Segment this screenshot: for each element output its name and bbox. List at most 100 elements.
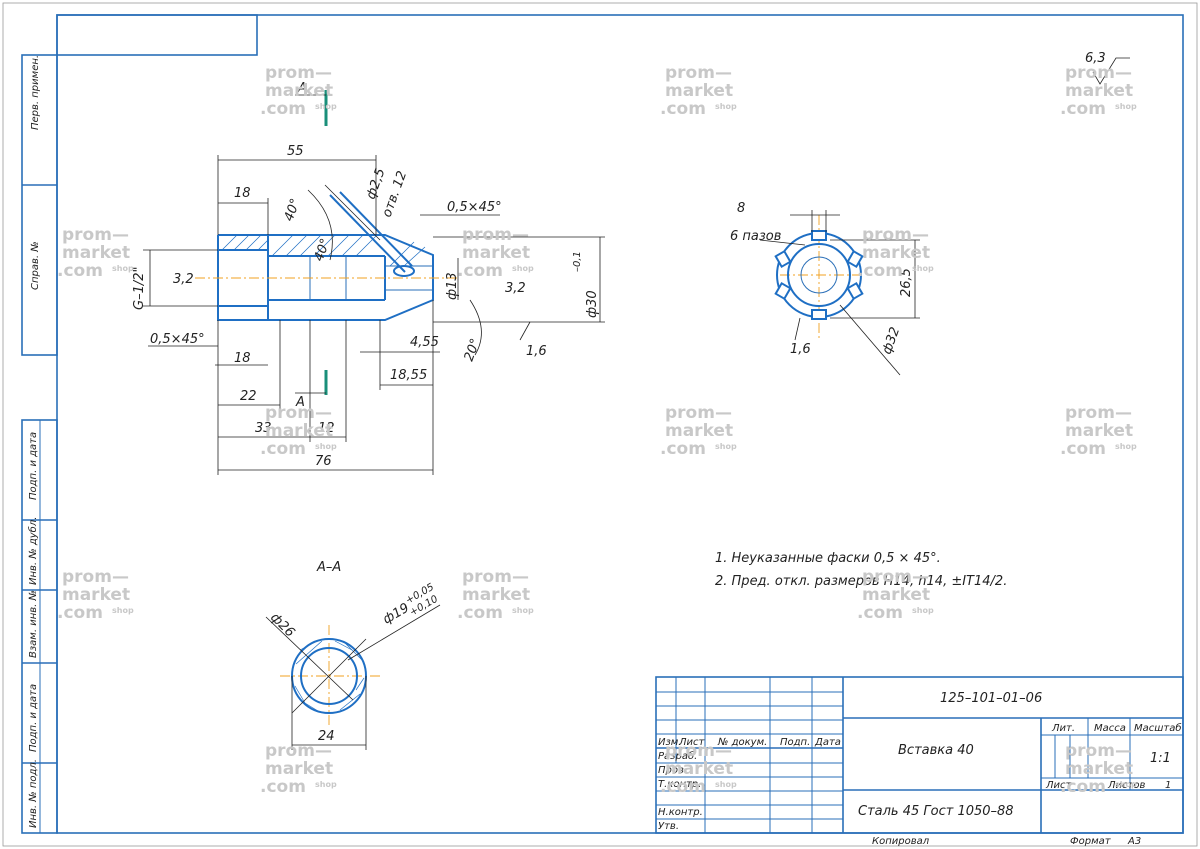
side-label: Инв. № дубл. xyxy=(27,517,39,585)
watermark-text: market xyxy=(1065,81,1133,101)
side-label: Подп. и дата xyxy=(28,684,39,752)
watermark-text: .com xyxy=(57,603,103,623)
thread-g12: G–1/2" xyxy=(132,267,147,310)
watermark-shop: shop xyxy=(315,442,337,451)
dim-d13: ф13 xyxy=(445,272,460,300)
dim-12: 12 xyxy=(318,421,335,436)
watermark-shop: shop xyxy=(512,606,534,615)
watermark-text: .com xyxy=(1060,439,1106,459)
watermark-shop: shop xyxy=(112,606,134,615)
col-doc: № докум. xyxy=(717,737,767,748)
watermark-shop: shop xyxy=(112,264,134,273)
dim-d2-5: ф2,5 xyxy=(364,166,389,201)
watermark-text: prom— xyxy=(62,567,129,587)
dim-d19: ф19 xyxy=(381,601,412,628)
watermark-shop: shop xyxy=(315,102,337,111)
dim-18-bottom: 18 xyxy=(234,351,251,366)
watermark-text: market xyxy=(462,585,530,605)
material: Сталь 45 Гост 1050–88 xyxy=(858,804,1014,819)
slots-count: 6 пазов xyxy=(730,229,781,244)
sheets-count: 1 xyxy=(1165,780,1171,791)
lit-label: Лит. xyxy=(1051,723,1075,734)
watermark-text: .com xyxy=(660,99,706,119)
doc-number: 125–101–01–06 xyxy=(940,691,1042,706)
watermark-text: .com xyxy=(260,777,306,797)
dim-d32: ф32 xyxy=(880,325,904,356)
dim-33: 33 xyxy=(255,421,272,436)
dim-d30-tol: –0,1 xyxy=(572,251,583,272)
watermark-shop: shop xyxy=(715,442,737,451)
watermark-text: .com xyxy=(857,603,903,623)
technical-notes: 1. Неуказанные фаски 0,5 × 45°. 2. Пред.… xyxy=(715,551,1007,589)
row-utv: Утв. xyxy=(658,821,679,832)
watermark: prom—market.com shop xyxy=(57,225,134,281)
watermark: prom—market.com shop xyxy=(57,567,134,623)
watermark-text: prom— xyxy=(1065,63,1132,83)
watermark-shop: shop xyxy=(1115,442,1137,451)
watermark-shop: shop xyxy=(912,264,934,273)
copied-label: Копировал xyxy=(872,836,930,847)
watermark-text: market xyxy=(1065,759,1133,779)
angle-40-b: 40° xyxy=(312,237,334,264)
dim-26-5: 26,5 xyxy=(899,268,914,297)
watermark-text: prom— xyxy=(862,225,929,245)
row-razrab: Разраб. xyxy=(658,750,697,762)
watermark-text: prom— xyxy=(1065,403,1132,423)
format-label: Формат xyxy=(1070,836,1112,847)
dim-3-2-left: 3,2 xyxy=(173,272,194,287)
watermark-shop: shop xyxy=(715,780,737,789)
watermark-text: market xyxy=(265,81,333,101)
watermark-text: market xyxy=(665,421,733,441)
section-title: А–А xyxy=(316,560,341,575)
dim-18-55: 18,55 xyxy=(390,368,427,383)
note-1: 1. Неуказанные фаски 0,5 × 45°. xyxy=(715,551,941,566)
sheets-label: Листов xyxy=(1107,780,1145,791)
section-mark-top: А xyxy=(297,81,307,96)
watermark-text: market xyxy=(62,585,130,605)
watermark-text: market xyxy=(1065,421,1133,441)
title-block: Изм. Лист № докум. Подп. Дата Разраб. Пр… xyxy=(655,676,1184,847)
watermark-text: prom— xyxy=(862,567,929,587)
watermark-text: .com xyxy=(260,99,306,119)
watermark-text: prom— xyxy=(665,403,732,423)
side-label: Инв. № подл. xyxy=(28,759,39,828)
sheet-label: Лист xyxy=(1045,780,1073,791)
dim-8: 8 xyxy=(737,201,745,216)
watermark-text: prom— xyxy=(265,63,332,83)
watermark-text: prom— xyxy=(265,741,332,761)
watermark-text: .com xyxy=(1060,777,1106,797)
inner-circle xyxy=(787,243,851,307)
format-value: А3 xyxy=(1127,836,1141,847)
watermark-text: prom— xyxy=(62,225,129,245)
row-tkontr: Т.контр. xyxy=(658,779,701,790)
watermark-text: market xyxy=(462,243,530,263)
dim-d30: ф30 xyxy=(585,290,600,318)
angle-20: 20° xyxy=(462,337,484,364)
watermark-text: .com xyxy=(57,261,103,281)
end-view: 8 6 пазов 26,5 1,6 ф32 xyxy=(730,201,920,376)
dim-4-55: 4,55 xyxy=(410,335,439,350)
dim-18-top: 18 xyxy=(234,186,251,201)
col-sign: Подп. xyxy=(780,737,810,748)
watermark: prom—market.com shop xyxy=(1060,403,1137,459)
col-list: Лист xyxy=(678,737,706,748)
chamfer-left: 0,5×45° xyxy=(150,332,205,347)
watermark-shop: shop xyxy=(912,606,934,615)
row-nkontr: Н.контр. xyxy=(658,807,703,818)
watermark-text: prom— xyxy=(1065,741,1132,761)
watermark-text: market xyxy=(62,243,130,263)
part-name: Вставка 40 xyxy=(898,743,974,758)
watermark-text: .com xyxy=(857,261,903,281)
watermark-text: .com xyxy=(660,777,706,797)
roughness-value: 6,3 xyxy=(1085,51,1106,66)
